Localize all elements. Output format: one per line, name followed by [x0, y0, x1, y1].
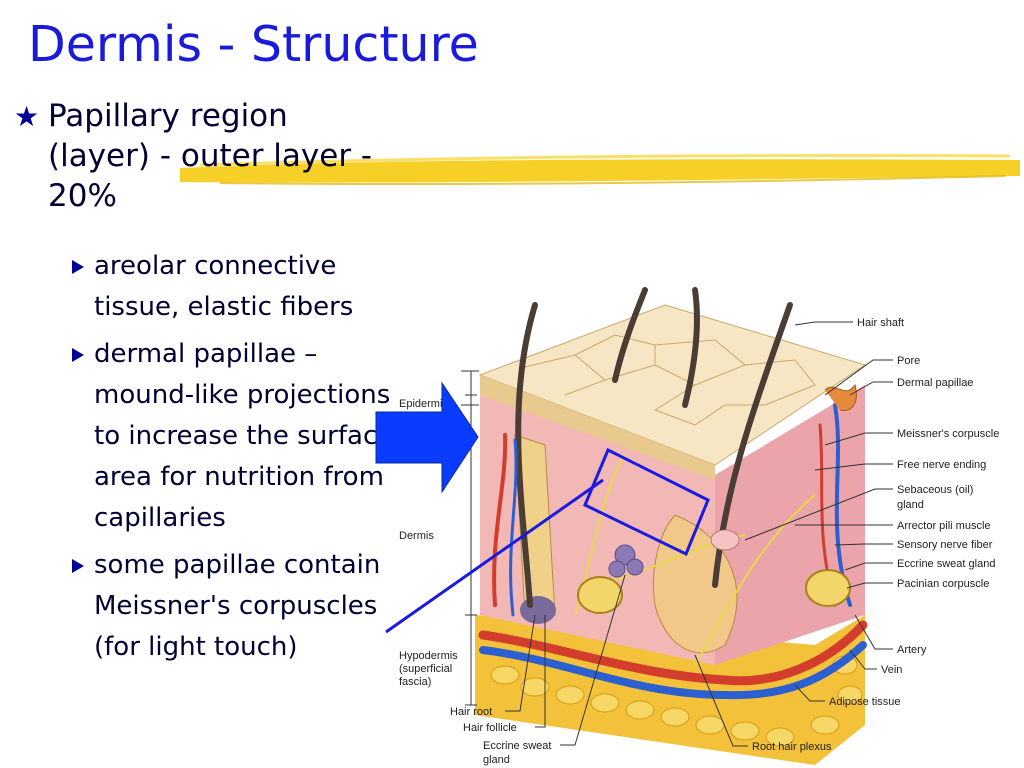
blue-arrow-shape — [375, 381, 479, 494]
list-item: dermal papillae – mound-like projections… — [70, 334, 400, 539]
label-pore: Pore — [897, 355, 920, 367]
sub-bullet-text: some papillae contain Meissner's corpusc… — [94, 550, 381, 662]
left-leader-lines — [505, 574, 626, 746]
sub-bullet-list: areolar connective tissue, elastic fiber… — [70, 246, 400, 674]
label-free-nerve-ending: Free nerve ending — [897, 459, 986, 471]
label-hair-shaft: Hair shaft — [857, 317, 904, 329]
label-epidermis: Epidermis — [399, 398, 448, 410]
label-hair-follicle: Hair follicle — [463, 722, 517, 734]
label-eccrine-sweat-gland: Eccrine sweat gland — [897, 558, 995, 570]
label-dermis: Dermis — [399, 530, 434, 542]
label-hypodermis: (superficial — [399, 663, 452, 675]
sebaceous-gland — [710, 529, 740, 551]
triangle-bullet-icon — [72, 260, 84, 274]
label-eccrine-sweat-gland: gland — [483, 754, 510, 766]
sub-bullet-text: areolar connective tissue, elastic fiber… — [94, 251, 354, 322]
label-arrector-pili-muscle: Arrector pili muscle — [897, 520, 991, 532]
highlighter-stroke — [180, 153, 1020, 186]
label-hair-root: Hair root — [450, 706, 492, 718]
pacinian-corpuscle — [805, 569, 851, 607]
pacinian-corpuscle — [577, 576, 623, 614]
list-item: areolar connective tissue, elastic fiber… — [70, 246, 400, 328]
sweat-gland — [608, 544, 644, 578]
epidermis-top — [478, 304, 867, 466]
label-hypodermis: Hypodermis — [399, 650, 458, 662]
right-leader-lines — [694, 321, 893, 747]
label-adipose-tissue: Adipose tissue — [829, 696, 901, 708]
label-root-hair-plexus: Root hair plexus — [752, 741, 832, 753]
main-bullet-text: Papillary region (layer) - outer layer -… — [48, 98, 373, 214]
dermal-papillae — [824, 383, 857, 412]
sub-bullet-text: dermal papillae – mound-like projections… — [94, 339, 394, 533]
label-pacinian-corpuscle: Pacinian corpuscle — [897, 578, 989, 590]
epidermis-front — [480, 375, 715, 480]
label-dermal-papillae: Dermal papillae — [897, 377, 973, 389]
label-vein: Vein — [881, 664, 902, 676]
skin-diagram: Epidermis Dermis Hypodermis (superficial… — [399, 287, 999, 766]
triangle-bullet-icon — [72, 348, 84, 362]
label-sensory-nerve-fiber: Sensory nerve fiber — [897, 539, 993, 551]
label-eccrine-sweat-gland: Eccrine sweat — [483, 740, 551, 752]
star-bullet-icon: ★ — [14, 100, 40, 133]
label-hypodermis: fascia) — [399, 676, 431, 688]
highlight-box — [583, 447, 710, 557]
triangle-bullet-icon — [72, 559, 84, 573]
epidermis-cells — [524, 334, 816, 426]
callout-pointer-line — [385, 478, 604, 634]
label-sebaceous-gland: Sebaceous (oil) — [897, 484, 973, 496]
label-meissners-corpuscle: Meissner's corpuscle — [897, 428, 999, 440]
label-sebaceous-gland: gland — [897, 499, 924, 511]
slide-title: Dermis - Structure — [28, 16, 479, 73]
label-artery: Artery — [897, 644, 927, 656]
list-item: some papillae contain Meissner's corpusc… — [70, 545, 400, 668]
blood-vessels — [478, 403, 868, 700]
